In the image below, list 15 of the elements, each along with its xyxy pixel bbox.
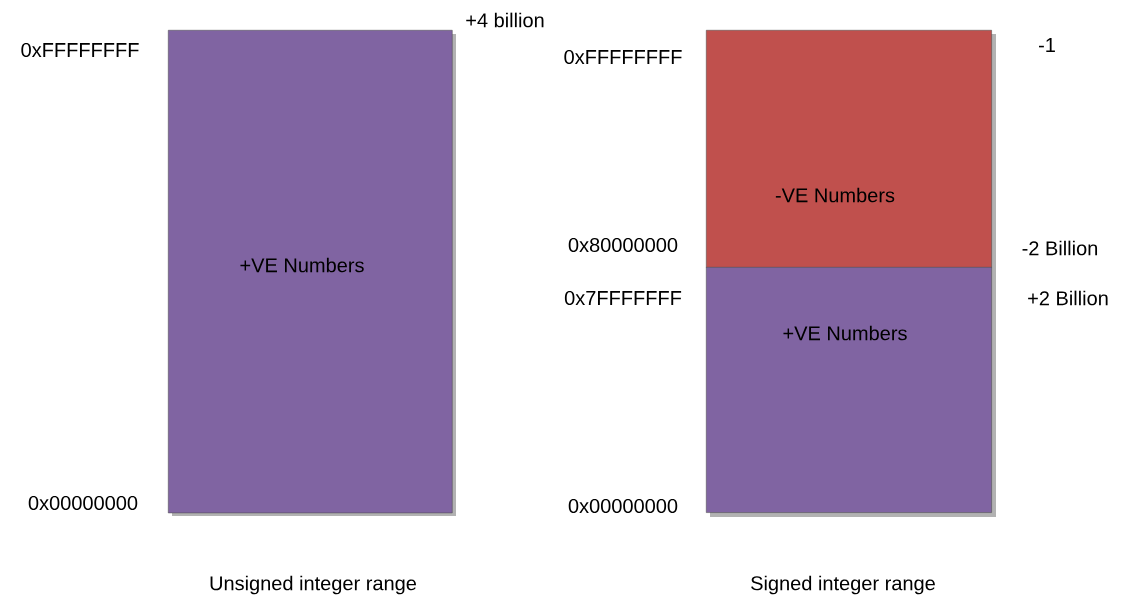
range-label: 0xFFFFFFFF [564,49,682,65]
range-box: +VE Numbers [168,30,456,516]
range-label: +4 billion [466,12,544,28]
range-label: 0x7FFFFFFF [564,290,682,306]
range-label: 0x80000000 [568,237,678,253]
range-label: 0x00000000 [568,498,678,514]
range-label: Signed integer range [751,575,935,595]
range-box: -VE Numbers [706,30,996,271]
range-label: -1 [1039,38,1055,52]
range-label: -2 Billion [1022,240,1098,256]
range-label: Unsigned integer range [210,575,416,595]
range-label: 0xFFFFFFFF [21,42,139,58]
range-label: +2 Billion [1028,290,1108,306]
range-box: +VE Numbers [706,267,996,517]
range-label: 0x00000000 [28,495,138,511]
